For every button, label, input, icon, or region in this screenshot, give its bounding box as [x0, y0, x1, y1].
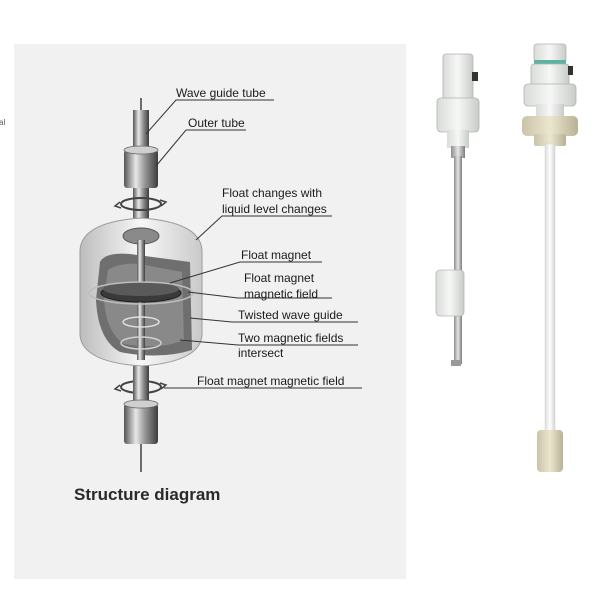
lower-magnet-cylinder: [124, 404, 158, 444]
label-two-fields-line2: intersect: [238, 346, 284, 360]
metal-rod: [454, 156, 462, 364]
product-photo-plastic-sensor: [522, 43, 578, 472]
diagram-panel: [14, 44, 406, 579]
beige-float: [537, 430, 563, 472]
label-outer-tube: Outer tube: [188, 116, 245, 130]
label-float-changes-line1: Float changes with: [222, 186, 323, 200]
leader-lines: [145, 99, 362, 389]
caption-structure-diagram: Structure diagram: [74, 485, 221, 504]
sensor-structure-illustration: [79, 98, 203, 472]
label-float-magnet-field-line2: magnetic field: [244, 287, 319, 301]
product-photo-metal-sensor: [435, 53, 480, 366]
label-two-fields-line1: Two magnetic fields: [238, 331, 344, 345]
edge-text-fragment: al: [0, 118, 6, 127]
label-float-changes-line2: liquid level changes: [222, 202, 327, 216]
metal-sensor-float: [435, 269, 465, 317]
label-wave-guide-tube: Wave guide tube: [176, 86, 266, 100]
upper-magnet-cylinder: [124, 150, 158, 188]
label-twisted-wave-guide: Twisted wave guide: [238, 308, 343, 322]
label-float-magnet-field-line1: Float magnet: [244, 271, 315, 285]
upper-field-ring: [120, 197, 162, 211]
label-float-magnet: Float magnet: [241, 248, 312, 262]
white-rod: [544, 143, 556, 435]
label-float-magnet-magnetic-field: Float magnet magnetic field: [197, 374, 345, 388]
beige-flange: [522, 116, 578, 136]
